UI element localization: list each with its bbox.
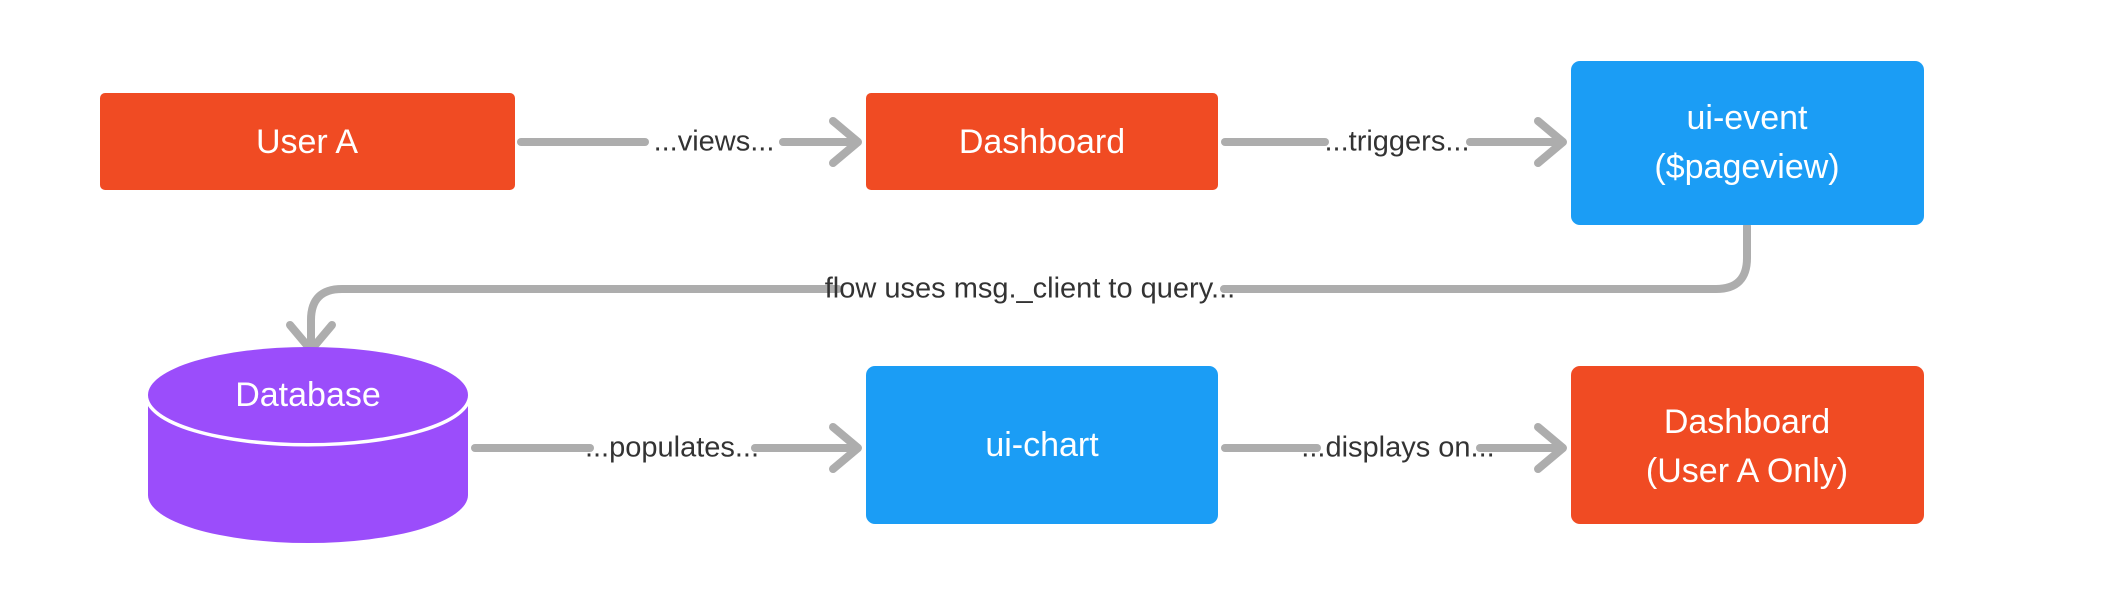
- node-user-a-shape[interactable]: [100, 93, 515, 190]
- node-dashboard-bottom-shape[interactable]: [1571, 366, 1924, 524]
- edge-triggers-arrowhead-icon: [1534, 117, 1567, 167]
- node-dashboard-bottom[interactable]: Dashboard (User A Only): [1571, 366, 1924, 524]
- node-dashboard-bottom-label-line2: (User A Only): [1646, 452, 1848, 490]
- edge-query: flow uses msg._client to query...: [286, 222, 1751, 354]
- node-ui-chart-shape[interactable]: [866, 366, 1218, 524]
- node-user-a[interactable]: User A: [100, 93, 515, 190]
- edge-displays-on-label: ...displays on...: [1301, 432, 1494, 464]
- edge-views-label: ...views...: [654, 126, 775, 158]
- node-dashboard-top-shape[interactable]: [866, 93, 1218, 190]
- node-dashboard-top[interactable]: Dashboard: [866, 93, 1218, 190]
- node-ui-chart[interactable]: ui-chart: [866, 366, 1218, 524]
- edge-populates-label: ...populates...: [585, 432, 759, 464]
- node-database-label: Database: [235, 376, 381, 414]
- edge-triggers: ...triggers...: [1221, 117, 1567, 167]
- node-dashboard-top-label: Dashboard: [959, 123, 1125, 161]
- edge-populates: ...populates...: [471, 423, 862, 473]
- node-ui-chart-label: ui-chart: [985, 426, 1099, 464]
- edge-populates-arrowhead-icon: [829, 423, 862, 473]
- node-user-a-label: User A: [256, 123, 358, 161]
- node-ui-event-shape[interactable]: [1571, 61, 1924, 225]
- node-ui-event-label-line1: ui-event: [1687, 99, 1809, 137]
- edge-triggers-label: ...triggers...: [1324, 126, 1469, 158]
- edge-displays-on: ...displays on...: [1221, 423, 1567, 473]
- node-database[interactable]: Database: [144, 347, 472, 543]
- edge-views-arrowhead-icon: [829, 117, 862, 167]
- node-ui-event[interactable]: ui-event ($pageview): [1571, 61, 1924, 225]
- edge-query-label: flow uses msg._client to query...: [825, 273, 1235, 305]
- edge-displays-on-arrowhead-icon: [1534, 423, 1567, 473]
- node-database-lid[interactable]: [148, 347, 468, 443]
- edge-query-line-left: [307, 285, 842, 349]
- edge-query-line-right: [1220, 222, 1751, 293]
- node-dashboard-bottom-label-line1: Dashboard: [1664, 403, 1830, 441]
- edge-views: ...views...: [517, 117, 862, 167]
- node-ui-event-label-line2: ($pageview): [1654, 148, 1839, 186]
